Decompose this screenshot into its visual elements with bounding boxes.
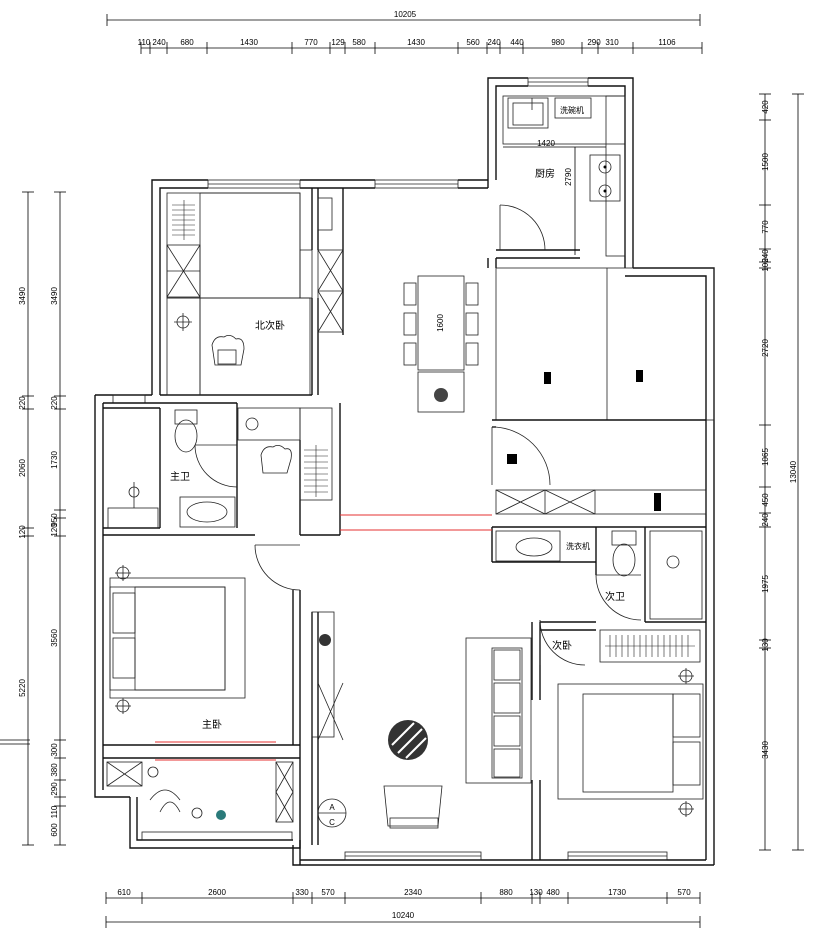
bottom-seg-3: 570: [321, 888, 335, 897]
bottom-seg-1: 2600: [208, 888, 226, 897]
right-seg-6: 1065: [761, 448, 770, 466]
bottom-dimension-total: 10240: [105, 911, 701, 928]
room-label-kitchen: 厨房: [535, 167, 555, 180]
room-label-second-bedroom: 次卧: [552, 639, 572, 652]
top-dimension-segments: 110 240 680 1430 770 129 580 1430 560 24…: [138, 38, 703, 54]
left-inner-7: 380: [50, 763, 59, 777]
left-inner-1: 220: [50, 396, 59, 410]
top-total-label: 10205: [394, 10, 417, 19]
top-seg-6: 580: [352, 38, 366, 47]
top-seg-2: 680: [180, 38, 194, 47]
exterior-walls: [94, 77, 715, 866]
top-seg-0: 110: [138, 38, 151, 47]
bottom-seg-7: 480: [546, 888, 560, 897]
bottom-seg-4: 2340: [404, 888, 422, 897]
kitchen-height-label: 2790: [564, 168, 573, 186]
top-seg-13: 310: [605, 38, 619, 47]
left-outer-2: 2060: [18, 459, 27, 477]
bottom-seg-0: 610: [117, 888, 131, 897]
master-bath-fixtures: [107, 407, 333, 529]
top-seg-10: 440: [510, 38, 524, 47]
left-inner-4: 950: [50, 513, 59, 527]
top-seg-4: 770: [304, 38, 318, 47]
right-seg-3: 240: [761, 249, 770, 263]
left-inner-0: 3490: [50, 287, 59, 305]
right-seg-4: 100: [761, 258, 770, 272]
right-seg-0: 420: [761, 100, 770, 114]
left-inner-3: 120: [50, 523, 59, 537]
kitchen-width-label: 1420: [537, 139, 555, 148]
right-dimension-segments: 420 1500 770 240 100 2720 1065 450 240 1…: [759, 93, 771, 851]
left-dimension-inner: 3490 220 1730 120 950 3560 300 380 290 1…: [0, 191, 66, 846]
storage-marker: [654, 493, 661, 511]
right-dimension-total: 13040: [789, 93, 804, 851]
right-seg-10: 130: [761, 638, 770, 652]
dishwasher-label: 洗碗机: [560, 105, 584, 115]
storage-marker: [636, 370, 643, 382]
red-guide-lines: [155, 514, 492, 761]
bottom-seg-5: 880: [499, 888, 513, 897]
left-inner-10: 600: [50, 823, 59, 837]
left-inner-9: 110: [50, 805, 59, 818]
washer-label: 洗衣机: [566, 541, 590, 551]
right-seg-1: 1500: [761, 153, 770, 171]
right-seg-11: 3430: [761, 741, 770, 759]
left-outer-3: 120: [18, 525, 27, 539]
top-seg-1: 240: [152, 38, 166, 47]
right-seg-5: 2720: [761, 339, 770, 357]
left-inner-6: 300: [50, 743, 59, 757]
bottom-total-label: 10240: [392, 911, 415, 920]
bottom-seg-8: 1730: [608, 888, 626, 897]
living-furniture: [311, 611, 532, 829]
dining-table-label: 1600: [436, 314, 445, 332]
right-total-label: 13040: [789, 460, 798, 483]
bottom-seg-6: 130: [529, 888, 543, 897]
top-seg-7: 1430: [407, 38, 425, 47]
dining-set: [403, 275, 479, 413]
room-label-master-bath: 主卫: [170, 471, 190, 483]
top-seg-14: 1106: [658, 38, 676, 47]
top-seg-8: 560: [466, 38, 480, 47]
ac-label-c: C: [329, 818, 335, 827]
room-label-master-bedroom: 主卧: [202, 718, 222, 731]
left-outer-4: 5220: [18, 679, 27, 697]
storage-marker: [544, 372, 551, 384]
room-label-north-bedroom: 北次卧: [255, 319, 285, 332]
second-bath-fixtures: [495, 530, 703, 620]
doors: [194, 204, 642, 666]
right-seg-9: 1975: [761, 575, 770, 593]
second-bedroom-furniture: [557, 629, 704, 817]
top-seg-9: 240: [487, 38, 501, 47]
storage-marker: [507, 454, 517, 464]
bottom-dimension-segments: 610 2600 330 570 2340 880 130 480 1730 5…: [105, 888, 701, 904]
left-inner-5: 3560: [50, 629, 59, 647]
kitchen-fixtures: [502, 95, 626, 257]
left-inner-2: 1730: [50, 451, 59, 469]
windows: [112, 77, 668, 861]
left-outer-0: 3490: [18, 287, 27, 305]
top-seg-12: 290: [587, 38, 601, 47]
interior-walls: [103, 188, 715, 865]
left-outer-1: 220: [18, 396, 27, 410]
left-inner-8: 290: [50, 782, 59, 796]
north-bedroom-furniture: [166, 192, 344, 396]
right-seg-8: 240: [761, 513, 770, 527]
top-seg-11: 980: [551, 38, 565, 47]
left-dimension-outer: 3490 220 2060 120 5220: [18, 191, 34, 846]
bottom-seg-2: 330: [295, 888, 309, 897]
ac-label-a: A: [329, 803, 335, 812]
top-dimension-total: 10205: [106, 10, 701, 26]
top-seg-5: 129: [331, 38, 345, 47]
master-bedroom-furniture: [106, 565, 294, 823]
right-seg-7: 450: [761, 493, 770, 507]
bottom-seg-9: 570: [677, 888, 691, 897]
room-label-second-bath: 次卫: [605, 590, 625, 603]
right-seg-2: 770: [761, 220, 770, 234]
top-seg-3: 1430: [240, 38, 258, 47]
